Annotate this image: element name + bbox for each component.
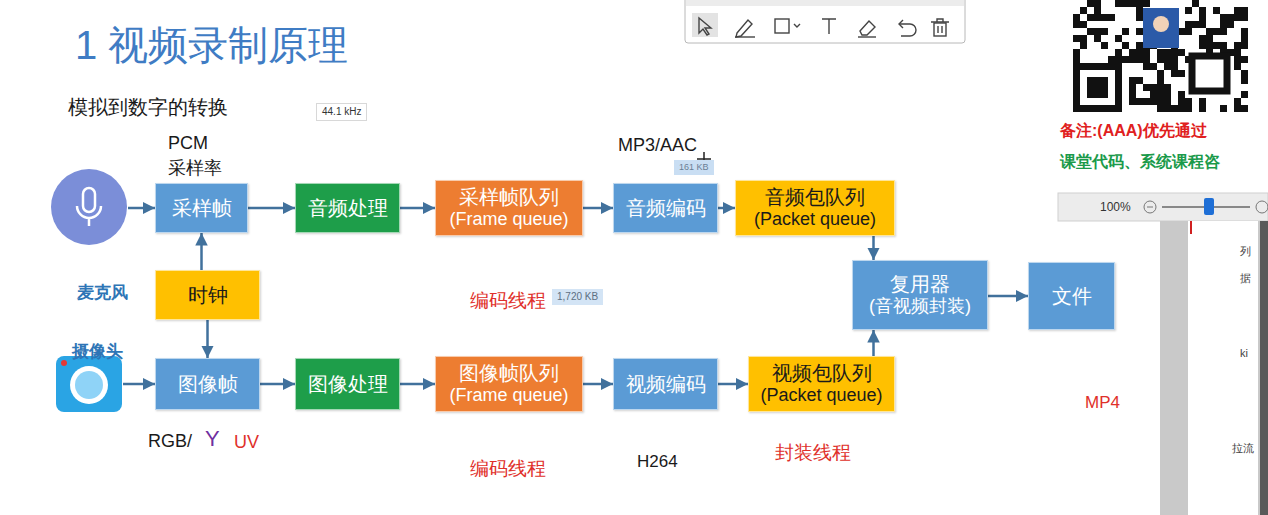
box-subtitle: (Frame queue) [449, 385, 568, 407]
box-title: 音频包队列 [765, 185, 865, 209]
box-title: 音频编码 [626, 196, 706, 220]
process-box: 图像处理 [295, 358, 400, 410]
box-title: 采样帧队列 [459, 185, 559, 209]
qr-code [1073, 0, 1248, 112]
flow-arrow [260, 383, 295, 386]
box-title: 采样帧 [172, 196, 232, 220]
process-box: 音频处理 [295, 183, 400, 233]
box-title: 音频处理 [308, 196, 388, 220]
annotation-label: 1,720 KB [552, 289, 603, 305]
box-subtitle: (Frame queue) [449, 209, 568, 231]
annotation-label: 封装线程 [775, 442, 851, 465]
process-box: 音频包队列(Packet queue) [735, 180, 895, 236]
slide-title: 1 视频录制原理 [75, 18, 348, 73]
process-box: 音频编码 [613, 183, 718, 233]
box-title: 图像帧 [178, 372, 238, 396]
flow-arrow [583, 207, 613, 210]
toolbar-icons [692, 13, 949, 37]
microphone-node: 麦克风 [50, 168, 128, 246]
zoom-minus-sign [1147, 207, 1153, 208]
camera-lens [70, 366, 108, 404]
box-title: 时钟 [188, 283, 228, 307]
side-marker [1190, 221, 1192, 234]
annotation-label: MP3/AAC [618, 135, 697, 157]
box-subtitle: (Packet queue) [754, 209, 876, 231]
microphone-icon [50, 168, 128, 246]
box-title: 视频编码 [626, 372, 706, 396]
camera-led [61, 360, 67, 366]
device-label: 摄像头 [72, 342, 123, 362]
flow-arrow [200, 233, 203, 270]
box-subtitle: (Packet queue) [760, 385, 882, 407]
box-subtitle: (音视频封装) [869, 296, 971, 318]
annotation-label: 模拟到数字的转换 [68, 95, 228, 119]
flow-arrow [206, 320, 209, 358]
process-box: 时钟 [155, 270, 260, 320]
box-title: 复用器 [890, 272, 950, 296]
flow-arrow [583, 383, 613, 386]
annotation-label: H264 [637, 452, 678, 472]
microphone-circle [51, 169, 127, 245]
process-box: 图像帧 [155, 358, 260, 410]
annotation-label: 据 [1240, 272, 1251, 285]
annotation-label: PCM [168, 133, 208, 155]
box-title: 文件 [1052, 284, 1092, 308]
box-title: 图像帧队列 [459, 361, 559, 385]
flow-arrow [718, 383, 748, 386]
annotation-label: Y [205, 426, 220, 452]
process-box: 采样帧队列(Frame queue) [435, 180, 583, 236]
device-label: 麦克风 [77, 283, 128, 303]
annotation-label: 编码线程 [470, 290, 546, 313]
flow-arrow [400, 383, 435, 386]
annotation-label: 课堂代码、系统课程咨 [1060, 152, 1220, 171]
flow-arrow [872, 330, 875, 356]
camera-lens-inner [75, 371, 103, 399]
flow-arrow [128, 207, 155, 210]
camera-icon [55, 355, 123, 413]
box-title: 视频包队列 [772, 361, 872, 385]
zoom-thumb [1204, 198, 1214, 215]
qr-panel [1055, 0, 1268, 222]
camera-node: 摄像头 [55, 355, 123, 413]
flow-arrow [988, 295, 1028, 298]
annotation-label: 编码线程 [470, 458, 546, 481]
flow-arrow [718, 207, 735, 210]
process-box: 视频包队列(Packet queue) [748, 356, 895, 412]
toolbar-strip [686, 0, 964, 6]
toolbar [685, 0, 965, 43]
side-page [1188, 221, 1258, 515]
zoom-bar [1058, 193, 1268, 221]
annotation-label: UV [234, 432, 259, 454]
annotation-label: 备注:(AAA)优先通过 [1060, 121, 1207, 140]
flow-arrow [400, 207, 435, 210]
process-box: 视频编码 [613, 358, 718, 410]
annotation-label: 44.1 kHz [316, 103, 367, 121]
microphone-stand [77, 206, 101, 226]
annotation-label: 采样率 [168, 158, 222, 180]
zoom-minus [1144, 201, 1156, 213]
process-box: 采样帧 [155, 183, 248, 233]
annotation-label: ki [1240, 347, 1248, 360]
microphone-capsule [83, 188, 95, 212]
process-box: 文件 [1028, 262, 1115, 330]
box-title: 图像处理 [308, 372, 388, 396]
annotation-label: MP4 [1085, 393, 1120, 413]
process-box: 复用器(音视频封装) [852, 260, 988, 330]
flow-arrow [123, 383, 155, 386]
annotation-label: 100% [1100, 200, 1131, 214]
annotation-label: 161 KB [674, 160, 714, 175]
side-border [1260, 221, 1268, 515]
annotation-label: 拉流 [1232, 442, 1254, 455]
flow-arrow [248, 207, 295, 210]
camera-body [56, 356, 122, 412]
annotation-label: 列 [1240, 245, 1251, 258]
annotation-label: RGB/ [148, 431, 192, 453]
process-box: 图像帧队列(Frame queue) [435, 356, 583, 412]
side-strip [1160, 221, 1268, 515]
zoom-plus [1256, 201, 1268, 213]
flow-arrow [872, 236, 875, 260]
